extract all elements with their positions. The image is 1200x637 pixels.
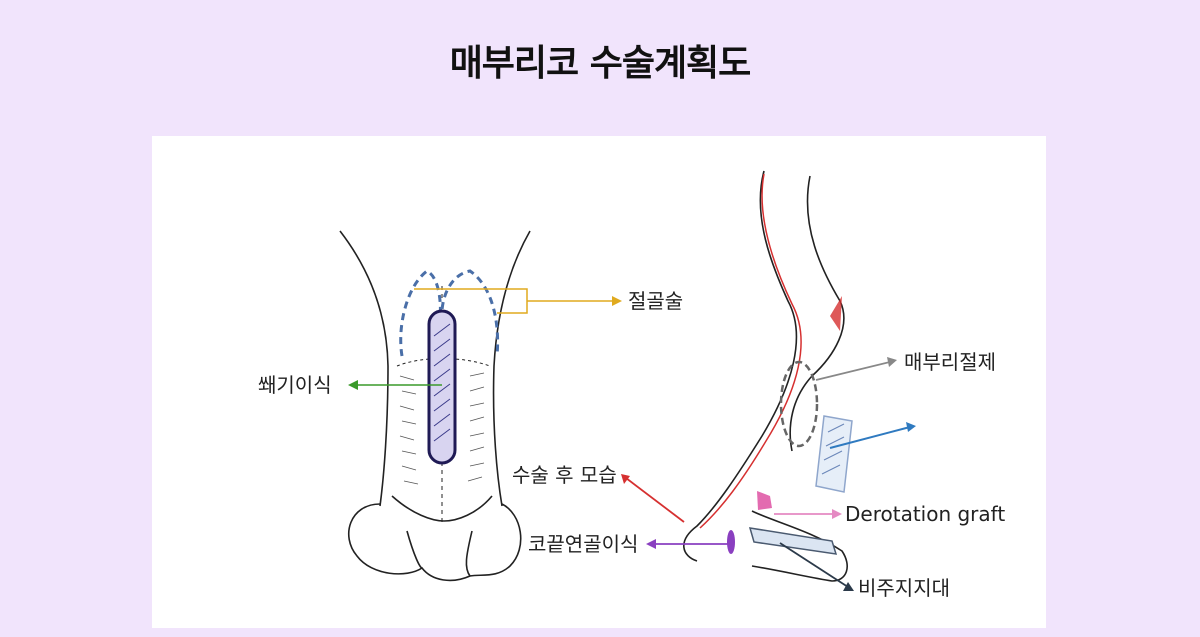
columella-strut-sketch <box>748 527 838 555</box>
columella-strut-arrowhead <box>843 582 854 591</box>
hump-resection-label: 매부리절제 <box>904 350 996 374</box>
columella-strut-arrow <box>779 542 849 588</box>
derotation-graft-label: Derotation graft <box>845 502 1006 526</box>
derotation-graft-arrowhead <box>832 509 842 519</box>
graft-direction-arrow <box>829 426 911 449</box>
osteotomy-outline-right <box>440 269 500 357</box>
hump-resection-outline <box>779 360 819 448</box>
postop-contour-label: 수술 후 모습 <box>512 463 617 487</box>
osteotomy-label: 절골술 <box>628 289 684 313</box>
wedge-graft-arrowhead <box>348 380 358 390</box>
tip-cartilage-pink <box>757 491 772 510</box>
tip-cartilage-arrowhead <box>646 539 656 549</box>
wedge-graft-shape <box>427 309 457 465</box>
osteotomy-arrowhead <box>612 296 622 306</box>
postop-contour-line <box>699 173 802 529</box>
graft-direction-arrowhead <box>906 422 916 432</box>
tip-cartilage-graft-label: 코끝연골이식 <box>528 532 639 556</box>
tip-cartilage-marker <box>727 530 735 554</box>
osteotomy-outline-left <box>399 269 442 357</box>
diagram-panel: 절골술 쐐기이식 수술 후 모습 코끝연골이식 매부리절제 Derotation… <box>152 136 1046 628</box>
wedge-graft-label: 쐐기이식 <box>258 373 332 397</box>
osteotomy-bracket <box>414 288 528 314</box>
hump-pink-accent <box>830 296 842 331</box>
page-title: 매부리코 수술계획도 <box>449 43 752 84</box>
lateral-nose-sketch <box>683 170 848 582</box>
hump-resection-arrow <box>815 361 891 381</box>
frontal-nose-sketch <box>339 230 531 582</box>
surgery-diagram <box>339 170 916 591</box>
postop-contour-arrowhead <box>621 474 630 484</box>
postop-contour-arrow <box>625 477 685 523</box>
hump-resection-arrowhead <box>887 357 897 367</box>
derotation-graft-sketch <box>815 415 853 493</box>
columella-strut-label: 비주지지대 <box>858 576 950 600</box>
